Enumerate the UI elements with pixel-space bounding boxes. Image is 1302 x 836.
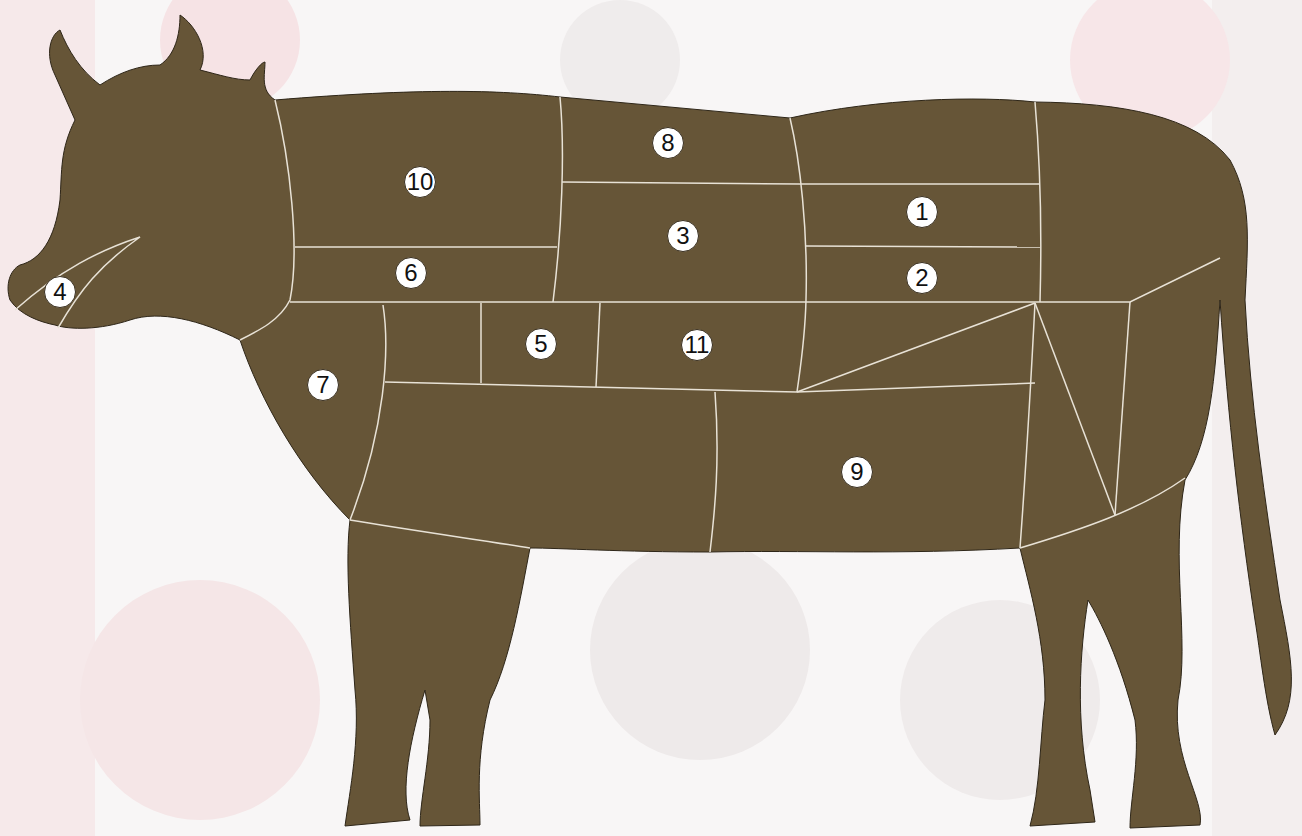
cut-line bbox=[350, 520, 530, 548]
cut-line bbox=[1115, 302, 1130, 515]
cut-line bbox=[1020, 303, 1035, 548]
cut-line bbox=[295, 246, 557, 248]
cow-silhouette bbox=[8, 15, 1291, 828]
cut-line bbox=[790, 118, 806, 392]
callout-number: 7 bbox=[307, 369, 339, 401]
cut-line bbox=[806, 246, 1040, 247]
callout-number: 11 bbox=[681, 329, 713, 361]
cut-line bbox=[1035, 102, 1041, 302]
callout-number: 5 bbox=[525, 328, 557, 360]
callout-number: 10 bbox=[404, 166, 436, 198]
callout-number: 4 bbox=[44, 276, 76, 308]
callout-number: 8 bbox=[652, 127, 684, 159]
flower-shape bbox=[80, 580, 320, 820]
flower-shape bbox=[590, 540, 810, 760]
cut-line bbox=[350, 305, 386, 520]
cut-lines bbox=[15, 97, 1220, 552]
cut-line bbox=[596, 303, 600, 387]
callout-number: 9 bbox=[841, 456, 873, 488]
cut-line bbox=[480, 303, 482, 383]
cut-line bbox=[553, 97, 562, 302]
side-strip bbox=[1212, 0, 1302, 836]
cut-line bbox=[385, 382, 1035, 392]
cut-line bbox=[240, 100, 294, 340]
cut-line bbox=[290, 258, 1220, 302]
cut-line bbox=[797, 303, 1035, 392]
cut-line bbox=[562, 182, 800, 184]
cut-line bbox=[15, 237, 140, 328]
cut-line bbox=[1020, 478, 1185, 548]
callout-number: 1 bbox=[906, 196, 938, 228]
callout-number: 3 bbox=[667, 220, 699, 252]
callout-number: 6 bbox=[395, 257, 427, 289]
cut-line bbox=[1035, 303, 1115, 515]
cut-line bbox=[800, 183, 1040, 185]
callout-number: 2 bbox=[906, 262, 938, 294]
cut-line bbox=[710, 392, 717, 552]
